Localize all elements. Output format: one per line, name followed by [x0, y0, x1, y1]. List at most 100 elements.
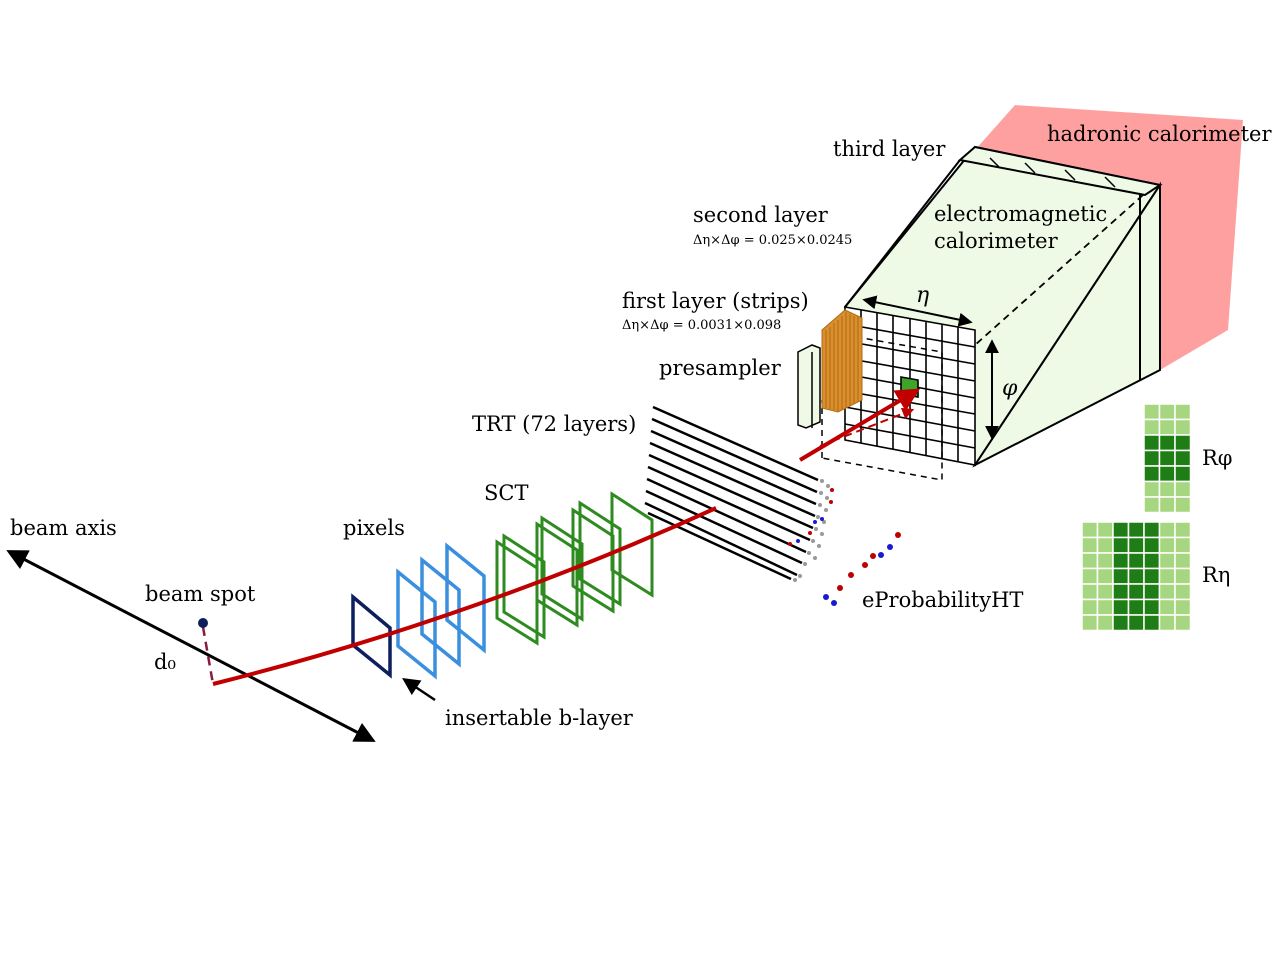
grid-cell [1143, 403, 1161, 421]
grid-cell [1127, 521, 1145, 539]
grid-cell [1081, 614, 1099, 632]
electron-track [212, 506, 717, 686]
grid-cell [1158, 434, 1176, 452]
insertable-b-layer-label: insertable b-layer [445, 706, 633, 730]
second-layer-grid [844, 306, 976, 466]
eprobability-dots [823, 532, 901, 606]
r-eta-label: Rη [1202, 563, 1231, 587]
grid-cell [1143, 521, 1161, 539]
grid-cell [1112, 536, 1130, 554]
eprobability-ht-label: eProbabilityHT [862, 588, 1024, 612]
grid-cell [1143, 567, 1161, 585]
grid-cell [1143, 583, 1161, 601]
second-layer-label: second layer [693, 203, 828, 227]
grid-cell [1096, 536, 1114, 554]
grid-cell [1174, 465, 1192, 483]
grid-cell [1158, 521, 1176, 539]
grid-cell [1143, 465, 1161, 483]
grid-cell [1127, 614, 1145, 632]
first-layer-granularity: Δη×Δφ = 0.0031×0.098 [622, 318, 782, 333]
grid-cell [1174, 598, 1192, 616]
beam-spot-label: beam spot [145, 582, 256, 606]
grid-cell [1158, 536, 1176, 554]
grid-cell [1112, 567, 1130, 585]
presampler-block [797, 344, 821, 429]
first-layer-label: first layer (strips) [622, 289, 809, 313]
grid-cell [1158, 598, 1176, 616]
grid-cell [1143, 449, 1161, 467]
grid-cell [1158, 480, 1176, 498]
grid-cell [1158, 583, 1176, 601]
grid-cell [1158, 614, 1176, 632]
grid-cell [1096, 567, 1114, 585]
grid-cell [1158, 496, 1176, 514]
grid-cell [1158, 449, 1176, 467]
presampler-label: presampler [659, 356, 781, 380]
pixels-label: pixels [343, 516, 405, 540]
sct-layers [495, 491, 654, 646]
grid-cell [1127, 536, 1145, 554]
grid-cell [1081, 521, 1099, 539]
eta-arrow [862, 295, 973, 327]
eta-symbol: η [916, 283, 930, 308]
grid-cell [1158, 418, 1176, 436]
grid-cell [1174, 403, 1192, 421]
grid-cell [1081, 567, 1099, 585]
grid-cell [1096, 521, 1114, 539]
grid-cell [1127, 552, 1145, 570]
ibl-arrow [402, 678, 436, 702]
grid-cell [1143, 536, 1161, 554]
track-to-calo [798, 388, 921, 462]
grid-cell [1143, 434, 1161, 452]
grid-cell [1143, 480, 1161, 498]
d0-label: d₀ [154, 650, 176, 674]
grid-cell [1096, 583, 1114, 601]
grid-cell [1096, 614, 1114, 632]
grid-cell [1174, 614, 1192, 632]
phi-symbol: φ [1002, 376, 1018, 401]
grid-cell [1127, 567, 1145, 585]
grid-cell [1174, 480, 1192, 498]
grid-cell [1081, 536, 1099, 554]
grid-dashed-outline [821, 334, 943, 481]
hadronic-calorimeter [975, 105, 1243, 370]
second-layer-granularity: Δη×Δφ = 0.025×0.0245 [693, 233, 853, 248]
em-calorimeter-label-2: calorimeter [934, 229, 1058, 253]
beam-axis-line [6, 550, 376, 742]
grid-cell [1174, 434, 1192, 452]
track-extrapolated [819, 407, 915, 447]
hadronic-calorimeter-label: hadronic calorimeter [1047, 122, 1272, 146]
sct-label: SCT [484, 481, 529, 505]
grid-cell [1112, 521, 1130, 539]
trt-hit-dots [788, 479, 834, 582]
grid-cell [1112, 614, 1130, 632]
grid-cell [1174, 567, 1192, 585]
trt-straws [644, 405, 819, 581]
grid-cell [1081, 552, 1099, 570]
grid-cell [1112, 583, 1130, 601]
grid-cell [1174, 496, 1192, 514]
beam-axis-label: beam axis [10, 516, 117, 540]
third-layer-label: third layer [833, 137, 946, 161]
r-phi-label: Rφ [1202, 446, 1233, 470]
grid-cell [1112, 552, 1130, 570]
grid-cell [1112, 598, 1130, 616]
grid-cell [1158, 465, 1176, 483]
grid-cell [1143, 418, 1161, 436]
r-eta-grid [1081, 521, 1192, 632]
grid-cell [1174, 536, 1192, 554]
grid-cell [1174, 449, 1192, 467]
grid-cell [1096, 598, 1114, 616]
grid-cell [1143, 496, 1161, 514]
grid-cell [1096, 552, 1114, 570]
grid-cell [1143, 552, 1161, 570]
grid-cell [1174, 552, 1192, 570]
grid-cell [1127, 598, 1145, 616]
grid-cell [1158, 403, 1176, 421]
d0-segment [201, 626, 215, 685]
grid-cell [1174, 418, 1192, 436]
beam-spot-marker [198, 618, 208, 628]
grid-cell [1143, 614, 1161, 632]
grid-cell [1158, 567, 1176, 585]
